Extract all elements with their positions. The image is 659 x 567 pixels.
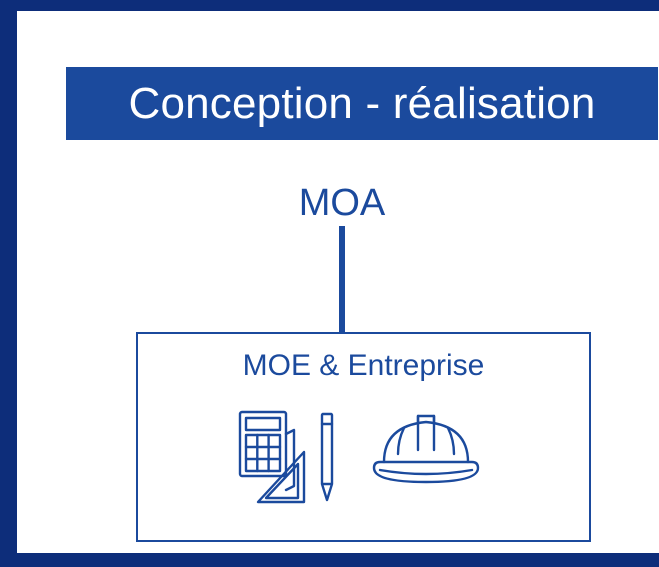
title-banner: Conception - réalisation [66, 67, 658, 140]
calculator-plans-pencil-icon [238, 410, 334, 504]
connector-line [339, 226, 345, 334]
moe-node-label: MOE & Entreprise [242, 349, 485, 382]
hard-hat-icon [372, 414, 480, 484]
moe-entreprise-node: MOE & Entreprise [136, 332, 591, 542]
diagram-title: Conception - réalisation [128, 78, 596, 128]
moa-node-label: MOA [298, 182, 386, 224]
